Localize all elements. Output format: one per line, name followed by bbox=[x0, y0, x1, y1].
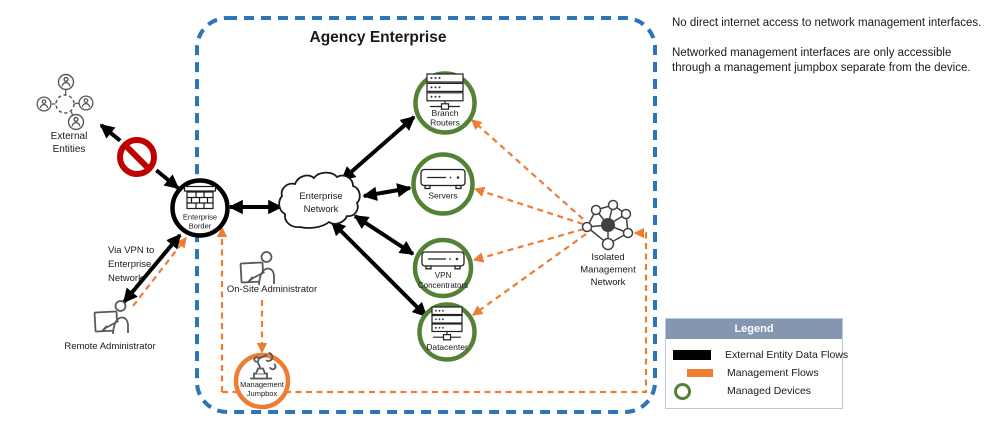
servers-node: Servers bbox=[411, 152, 475, 216]
external-entities-label: External bbox=[51, 131, 88, 142]
flow-remote-admin-border bbox=[122, 233, 182, 304]
administrator-icon bbox=[93, 299, 130, 336]
vpn-concentrators-node: VPN Concentrators bbox=[412, 237, 474, 299]
network-hub-icon bbox=[55, 94, 75, 114]
flow-network-datacenter bbox=[330, 220, 428, 318]
management-jumpbox-label: Management bbox=[240, 380, 285, 389]
mgmt-flow-isolated-to-vpn-concentrators bbox=[472, 227, 585, 263]
onsite-admin-node: On-Site Administrator bbox=[227, 250, 317, 295]
isolated-network-label: Management bbox=[580, 265, 636, 276]
person-node-icon bbox=[78, 95, 94, 111]
vpn-concentrators-label: Concentrators bbox=[418, 281, 468, 290]
external-data-flows bbox=[99, 115, 428, 318]
branch-routers-label: Branch bbox=[432, 108, 459, 118]
management-jumpbox-node: Management Jumpbox bbox=[233, 352, 291, 410]
svg-text:Enterprise: Enterprise bbox=[108, 259, 151, 270]
router-stack-icon bbox=[426, 73, 464, 110]
mgmt-flow-path-to-isolated-network bbox=[222, 227, 648, 394]
black-line-swatch bbox=[673, 350, 711, 360]
svg-text:Via VPN to: Via VPN to bbox=[108, 245, 154, 256]
legend-item-management-flows: Management Flows bbox=[673, 364, 836, 382]
svg-text:Network: Network bbox=[108, 273, 143, 284]
cloud-icon bbox=[278, 171, 361, 229]
no-access-icon bbox=[113, 133, 161, 181]
vpn-concentrators-label: VPN bbox=[435, 271, 452, 280]
person-node-icon bbox=[57, 73, 75, 91]
legend-item-managed-devices: Managed Devices bbox=[673, 382, 836, 400]
isolated-management-network-node: Isolated Management Network bbox=[580, 199, 636, 288]
orange-line-swatch bbox=[687, 369, 713, 377]
robot-arm-icon bbox=[250, 352, 277, 380]
legend-item-label: Management Flows bbox=[727, 367, 819, 379]
enterprise-network-label: Enterprise bbox=[299, 191, 342, 202]
external-entities-node: External Entities bbox=[36, 73, 94, 155]
hub-links bbox=[51, 89, 79, 116]
swatch-zone bbox=[673, 382, 713, 400]
legend-title: Legend bbox=[666, 319, 842, 339]
datacenter-label: Datacenter bbox=[426, 342, 468, 352]
mgmt-flow-isolated-to-servers bbox=[473, 186, 584, 226]
management-jumpbox-label: Jumpbox bbox=[247, 389, 278, 398]
enterprise-network-label: Network bbox=[304, 204, 339, 215]
notes-block: No direct internet access to network man… bbox=[672, 16, 992, 92]
agency-enterprise-title: Agency Enterprise bbox=[310, 29, 447, 46]
datacenter-rack-icon bbox=[431, 306, 463, 341]
vpn-note: Via VPN to Enterprise Network bbox=[108, 245, 154, 284]
servers-label: Servers bbox=[428, 191, 457, 201]
onsite-admin-label: On-Site Administrator bbox=[227, 284, 317, 295]
legend-item-label: External Entity Data Flows bbox=[725, 349, 849, 361]
flow-network-servers bbox=[362, 183, 412, 201]
flow-network-vpn-concentrators bbox=[353, 214, 415, 256]
mgmt-flow-isolated-to-branch-routers bbox=[471, 119, 584, 220]
remote-admin-node: Remote Administrator bbox=[64, 299, 156, 352]
flow-network-branch-routers bbox=[340, 115, 416, 182]
enterprise-network-node: Enterprise Network bbox=[278, 171, 361, 229]
network-mesh-icon bbox=[581, 199, 634, 251]
enterprise-border-label: Border bbox=[189, 222, 212, 231]
administrator-icon bbox=[239, 250, 276, 287]
person-node-icon bbox=[67, 113, 85, 131]
enterprise-border-label: Enterprise bbox=[183, 213, 217, 222]
legend-item-external-flows: External Entity Data Flows bbox=[673, 346, 848, 364]
agency-enterprise-boundary bbox=[195, 16, 657, 414]
person-node-icon bbox=[36, 96, 52, 112]
legend-item-label: Managed Devices bbox=[727, 385, 812, 397]
external-entities-label: Entities bbox=[53, 144, 86, 155]
remote-admin-label: Remote Administrator bbox=[64, 341, 155, 352]
swatch-zone bbox=[673, 369, 713, 377]
note-text-2: Networked management interfaces are only… bbox=[672, 47, 971, 75]
legend: Legend External Entity Data Flows Manage… bbox=[665, 318, 848, 409]
branch-routers-label: Routers bbox=[430, 118, 460, 128]
firewall-icon bbox=[183, 185, 217, 210]
enterprise-border-node: Enterprise Border bbox=[170, 178, 230, 238]
legend-body: External Entity Data Flows Management Fl… bbox=[666, 339, 848, 408]
mgmt-flow-isolated-to-datacenter bbox=[471, 233, 587, 316]
isolated-network-label: Isolated bbox=[591, 252, 624, 263]
server-appliance-icon bbox=[420, 168, 466, 190]
management-flows bbox=[132, 119, 648, 394]
green-circle-swatch bbox=[674, 382, 691, 400]
vpn-appliance-icon bbox=[421, 251, 465, 270]
isolated-network-label: Network bbox=[591, 277, 626, 288]
swatch-zone bbox=[673, 350, 711, 360]
note-text-1: No direct internet access to network man… bbox=[672, 17, 982, 29]
branch-routers-node: Branch Routers bbox=[413, 71, 477, 135]
datacenter-node: Datacenter bbox=[417, 302, 477, 362]
